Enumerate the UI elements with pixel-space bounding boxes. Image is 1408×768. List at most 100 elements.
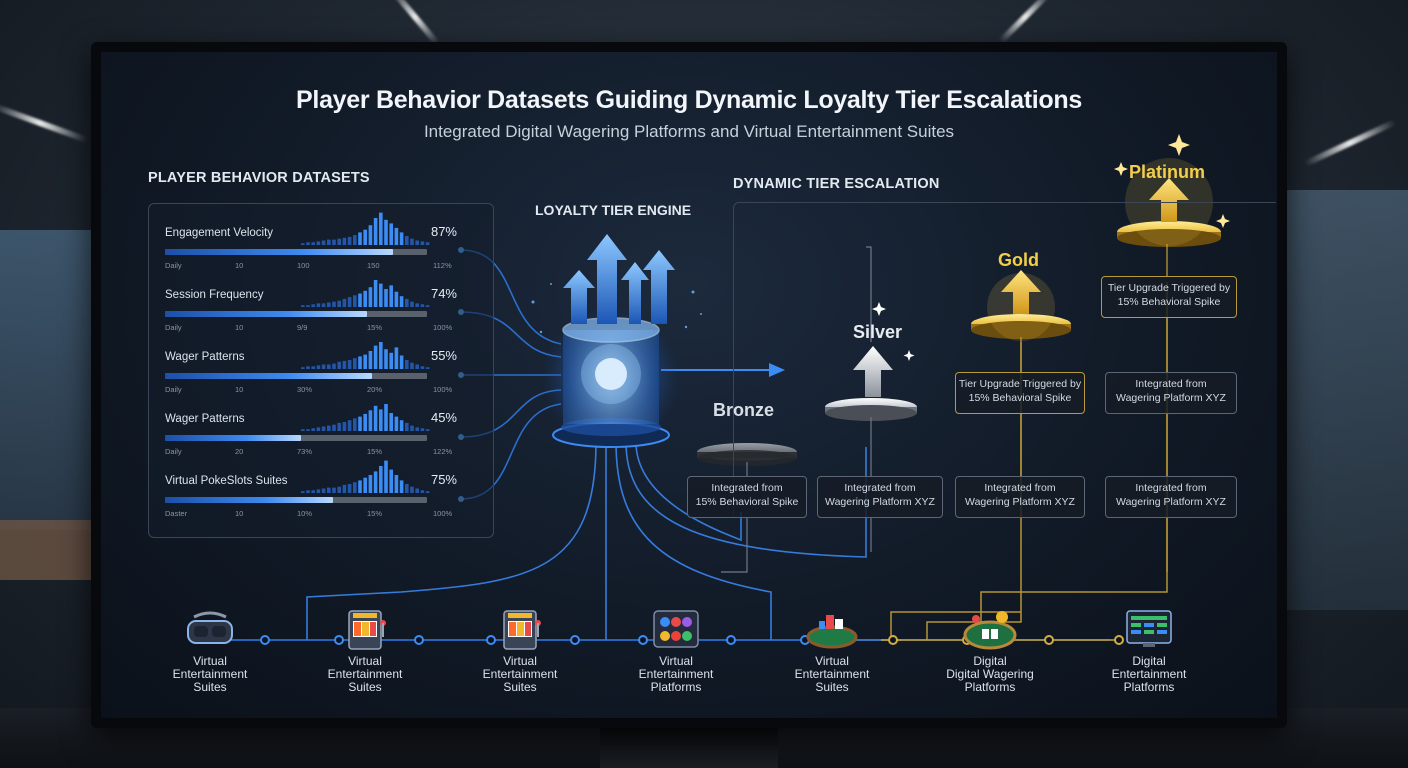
histogram-bar <box>420 366 425 369</box>
histogram-bar <box>353 418 357 431</box>
metric-tick: 20 <box>235 447 244 456</box>
metric-tick: 10 <box>235 323 244 332</box>
metric-tick: Daster <box>165 509 188 518</box>
platinum-info-line1: Integrated from <box>1135 482 1207 494</box>
histogram-bar <box>410 362 414 369</box>
platinum-upgrade-line1: Tier Upgrade Triggered by <box>1107 282 1231 294</box>
histogram-bar <box>342 484 347 493</box>
histogram-bar <box>384 404 388 431</box>
histogram-bar <box>363 229 367 245</box>
metric-tick: 9/9 <box>297 323 308 332</box>
histogram-bar <box>337 300 341 307</box>
histogram-bar <box>337 361 341 369</box>
histogram-bar <box>394 227 399 245</box>
histogram-bar <box>342 360 347 369</box>
histogram-bar <box>332 424 336 431</box>
histogram-bar <box>389 413 393 431</box>
background-window <box>0 230 95 530</box>
histogram-bar <box>405 236 409 245</box>
histogram-bar <box>425 242 430 245</box>
histogram-bar <box>301 243 305 245</box>
histogram-bar <box>425 305 430 307</box>
histogram-bar <box>316 427 321 431</box>
platform-label-line: Entertainment <box>482 667 558 681</box>
histogram-bar <box>306 429 310 431</box>
histogram-bar <box>353 358 357 369</box>
histogram-bar <box>410 425 414 431</box>
histogram-bar <box>373 405 378 431</box>
bronze-info-line2: 15% Behavioral Spike <box>695 496 799 508</box>
platinum-upgrade-line2: 15% Behavioral Spike <box>1117 296 1221 308</box>
monitor-stand <box>600 726 778 768</box>
metric-percent: 74% <box>430 286 457 301</box>
histogram-bar <box>347 484 352 493</box>
connection-wires <box>211 134 1230 645</box>
histogram-bar <box>306 242 310 245</box>
platform-label-line: Entertainment <box>794 667 870 681</box>
dashboard-screen-icon <box>1119 607 1179 651</box>
histogram-bar <box>405 298 409 307</box>
gold-upgrade-box: Tier Upgrade Triggered by 15% Behavioral… <box>955 372 1085 414</box>
histogram-bar <box>316 241 321 245</box>
metric-tick: 30% <box>297 385 313 394</box>
metric-name: Session Frequency <box>165 289 264 301</box>
metric-tick: 10 <box>235 509 244 518</box>
metric-tick: 112% <box>433 261 452 270</box>
platform-label-line: Virtual <box>503 654 537 668</box>
histogram-bar <box>342 422 347 431</box>
metric-progress-fill <box>165 311 367 317</box>
gold-upgrade-line1: Tier Upgrade Triggered by <box>958 378 1082 390</box>
histogram-bar <box>321 364 326 369</box>
histogram-bar <box>405 360 409 369</box>
histogram-bar <box>384 460 388 493</box>
bronze-info-box: Integrated from 15% Behavioral Spike <box>687 476 807 518</box>
histogram-bar <box>389 285 393 307</box>
histogram-bar <box>321 426 326 431</box>
game-grid-icon <box>646 607 706 651</box>
page-title: Player Behavior Datasets Guiding Dynamic… <box>296 86 1082 114</box>
metric-progress-track <box>165 373 427 379</box>
metric-name: Wager Patterns <box>165 413 245 425</box>
histogram-bar <box>420 241 425 245</box>
metric-progress-track <box>165 435 427 441</box>
histogram-bar <box>399 480 404 493</box>
histogram-bar <box>332 239 336 245</box>
histogram-bar <box>301 367 305 369</box>
histogram-bar <box>311 304 315 307</box>
histogram-bar <box>353 235 357 245</box>
metric-tick: 10 <box>235 261 244 270</box>
histogram-bar <box>358 480 362 493</box>
histogram-bar <box>410 486 414 493</box>
histogram-bar <box>321 303 326 307</box>
metric-percent: 55% <box>430 348 457 363</box>
histogram-bar <box>368 351 373 369</box>
histogram-bar <box>327 302 331 307</box>
histogram-bar <box>347 236 352 245</box>
gold-upgrade-line2: 15% Behavioral Spike <box>968 392 1072 404</box>
metric-histogram <box>301 460 430 493</box>
histogram-bar <box>327 364 331 369</box>
background-window <box>1283 190 1408 610</box>
histogram-bar <box>306 366 310 369</box>
histogram-bar <box>358 356 362 369</box>
metric-tick: Daily <box>165 323 182 332</box>
histogram-bar <box>399 355 404 369</box>
platform-label-line: Entertainment <box>327 667 403 681</box>
histogram-bar <box>311 428 315 431</box>
histogram-bar <box>311 490 315 493</box>
metric-histogram <box>301 342 430 369</box>
histogram-bar <box>306 305 310 307</box>
platform-label-line: Digital Wagering <box>946 667 1034 681</box>
histogram-bar <box>316 365 321 369</box>
histogram-bar <box>321 240 326 245</box>
metric-percent: 75% <box>430 472 457 487</box>
